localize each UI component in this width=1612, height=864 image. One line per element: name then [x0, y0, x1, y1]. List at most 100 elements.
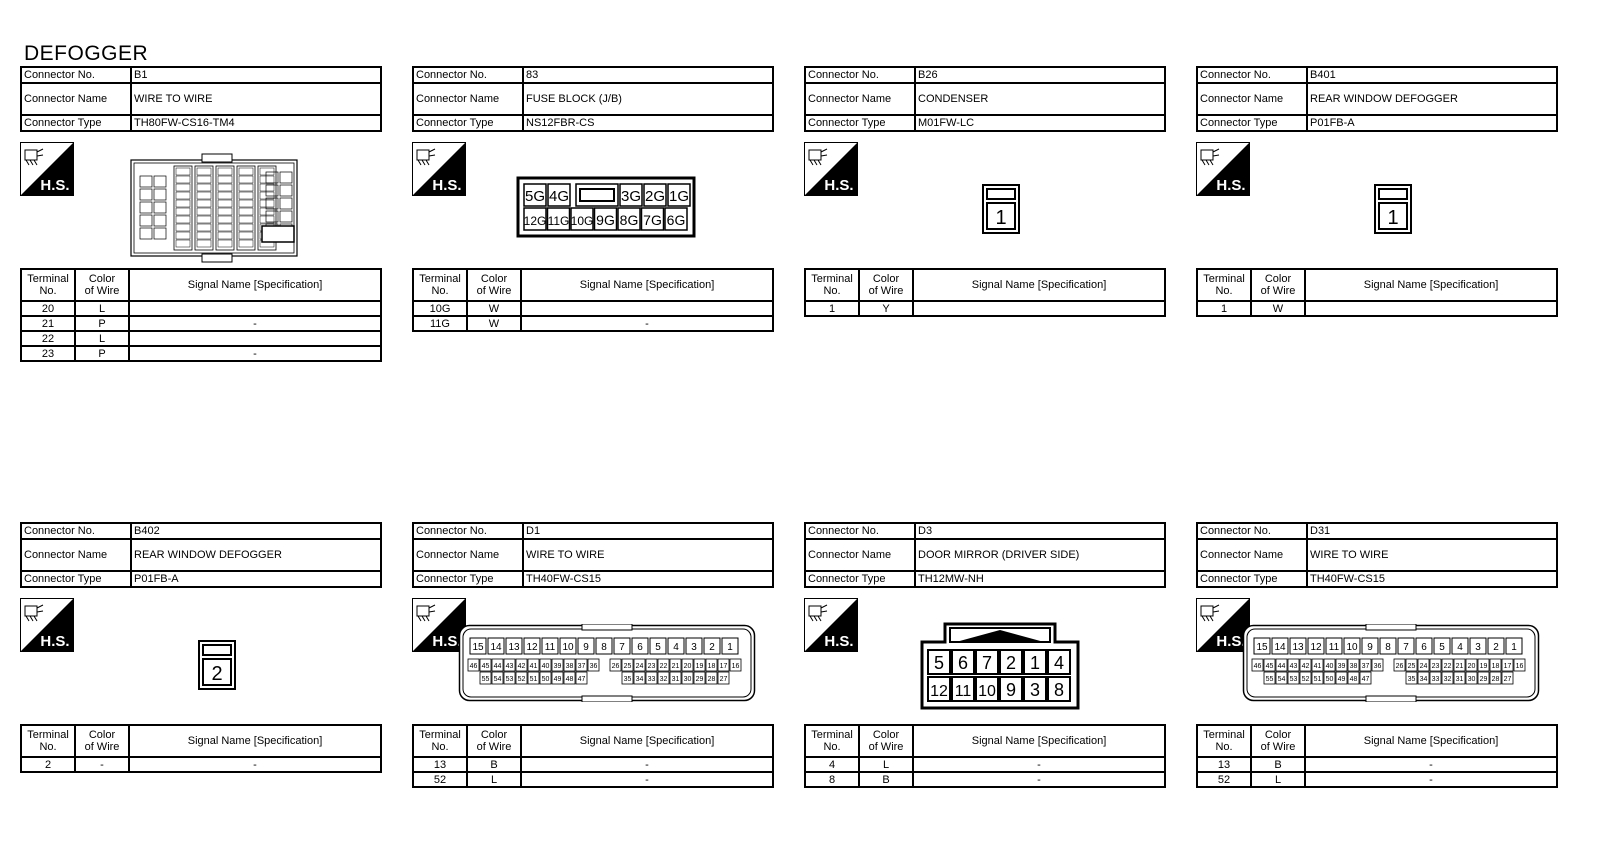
connector-name-label: Connector Name [1196, 82, 1308, 116]
pin-label: 33 [1432, 676, 1440, 683]
pin-label: 36 [590, 663, 598, 670]
pin-label: 47 [578, 676, 586, 683]
pin-label: 18 [708, 663, 716, 670]
pin-label: 19 [696, 663, 704, 670]
pin-label: 33 [648, 676, 656, 683]
connector-no-label: Connector No. [20, 66, 132, 84]
wire-color: B [1250, 756, 1306, 773]
connector-face-diagram [130, 152, 298, 269]
pin-label: 39 [1338, 663, 1346, 670]
connector-name-label: Connector Name [804, 538, 916, 572]
pin-label: 50 [542, 676, 550, 683]
pin-label: 25 [1408, 663, 1416, 670]
pin-label: 13 [1292, 642, 1304, 653]
pin-label: 16 [1516, 663, 1524, 670]
wire-color: Y [858, 300, 914, 317]
pin-label: 1 [1030, 653, 1040, 673]
pin-label: 2 [211, 663, 222, 685]
pin-label: 14 [1274, 642, 1286, 653]
connector-name-label: Connector Name [1196, 538, 1308, 572]
connector-type-value: NS12FBR-CS [522, 114, 774, 132]
pin-label: 51 [1314, 676, 1322, 683]
pin-label: 11 [1329, 642, 1340, 653]
connector-type-value: P01FB-A [1306, 114, 1558, 132]
connector-no-label: Connector No. [804, 66, 916, 84]
pin-label: 10 [1346, 642, 1358, 653]
pin-label: 50 [1326, 676, 1334, 683]
pin-label: 41 [1314, 663, 1322, 670]
pin-label: 40 [1326, 663, 1334, 670]
pin-label: 1 [1387, 207, 1398, 229]
pin-label: 55 [482, 676, 490, 683]
pin-label: 31 [1456, 676, 1464, 683]
pin-label: 12 [930, 683, 948, 700]
connector-name-value: WIRE TO WIRE [1306, 538, 1558, 572]
pin-label: 4G [549, 188, 569, 205]
pin-label: 17 [720, 663, 728, 670]
connector-name-value: DOOR MIRROR (DRIVER SIDE) [914, 538, 1166, 572]
connector-type-label: Connector Type [20, 570, 132, 588]
pin-label: 27 [720, 676, 728, 683]
wire-color: P [74, 345, 130, 362]
terminal-no: 4 [804, 756, 860, 773]
pin-label: 49 [554, 676, 562, 683]
pin-label: 10G [571, 214, 594, 228]
pin-label: 5G [525, 188, 545, 205]
signal-name-header: Signal Name [Specification] [912, 268, 1166, 302]
pin-label: 16 [732, 663, 740, 670]
pin-label: 34 [636, 676, 644, 683]
pin-label: 6 [958, 653, 968, 673]
signal-name: - [1304, 771, 1558, 788]
pin-label: 19 [1480, 663, 1488, 670]
wire-color: L [858, 756, 914, 773]
pin-label: 11G [548, 214, 570, 228]
pin-label: 32 [660, 676, 668, 683]
pin-label: 22 [660, 663, 668, 670]
pin-label: 9 [1006, 680, 1016, 700]
connector-name-label: Connector Name [412, 82, 524, 116]
wire-color: W [1250, 300, 1306, 317]
pin-label: 30 [1468, 676, 1476, 683]
wire-color: L [74, 330, 130, 347]
pin-label: 29 [696, 676, 704, 683]
pin-label: 23 [1432, 663, 1440, 670]
connector-no-label: Connector No. [412, 66, 524, 84]
hs-label: H.S. [1216, 177, 1245, 194]
pin-label: 53 [506, 676, 514, 683]
connector-name-label: Connector Name [412, 538, 524, 572]
pin-label: 27 [1504, 676, 1512, 683]
pin-label: 3G [621, 188, 641, 205]
hs-label: H.S. [40, 177, 69, 194]
connector-no-label: Connector No. [412, 522, 524, 540]
connector-no-value: D1 [522, 522, 774, 540]
connector-type-value: M01FW-LC [914, 114, 1166, 132]
signal-name [128, 330, 382, 347]
signal-name [1304, 300, 1558, 317]
pin-label: 5 [934, 653, 944, 673]
